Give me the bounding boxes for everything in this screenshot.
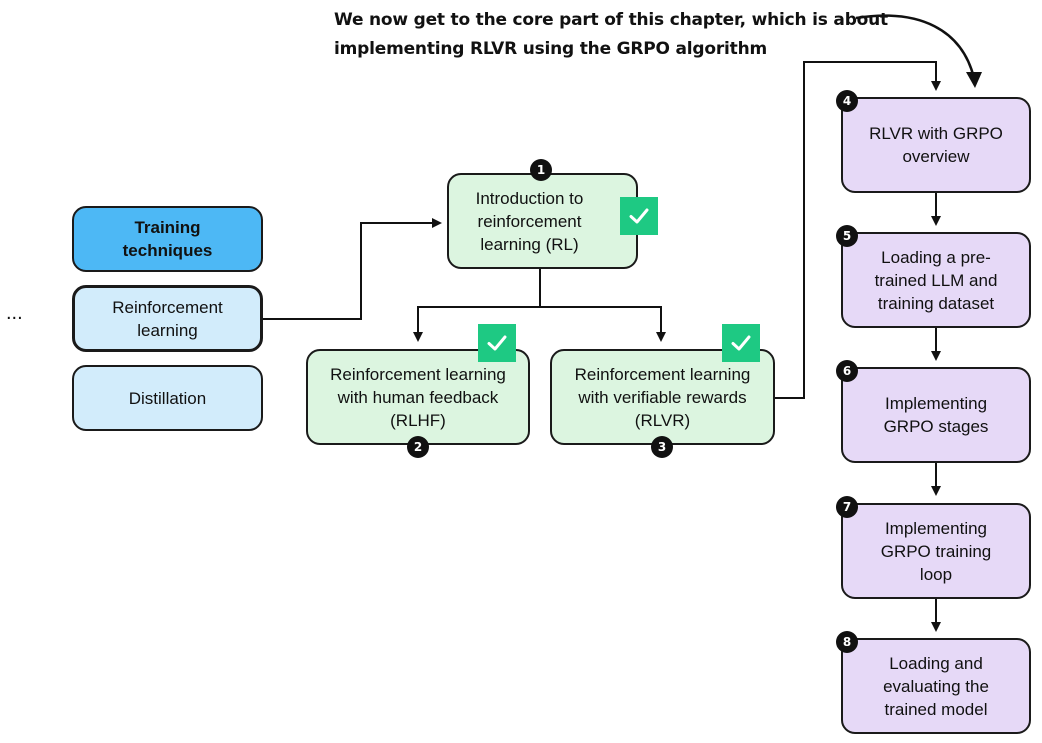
step-line: Implementing bbox=[884, 394, 988, 413]
connector-rlvr-to-step4 bbox=[775, 61, 941, 399]
training-techniques-header: Training techniques bbox=[72, 206, 263, 272]
stage-line: learning (RL) bbox=[480, 234, 579, 254]
step-badge-1: 1 bbox=[530, 159, 552, 181]
stage-line: with human feedback bbox=[337, 387, 499, 407]
step-implementing-grpo-stages: Implementing GRPO stages bbox=[841, 367, 1031, 463]
step-line: Loading a pre- bbox=[881, 247, 991, 267]
annotation-line-2: implementing RLVR using the GRPO algorit… bbox=[334, 39, 767, 59]
step-badge-6: 6 bbox=[836, 360, 858, 382]
ellipsis: ... bbox=[6, 302, 23, 324]
step-implementing-training-loop: Implementing GRPO training loop bbox=[841, 503, 1031, 599]
step-badge-5: 5 bbox=[836, 225, 858, 247]
stage-line: reinforcement bbox=[477, 211, 582, 231]
header-line: Training bbox=[134, 218, 201, 237]
step-line: overview bbox=[902, 147, 970, 166]
step-rlvr-grpo-overview: RLVR with GRPO overview bbox=[841, 97, 1031, 193]
header-line: techniques bbox=[122, 241, 213, 260]
connector-intro-to-rlvr bbox=[540, 306, 666, 342]
checkmark-icon bbox=[478, 324, 516, 362]
step-line: GRPO training bbox=[880, 541, 992, 561]
stage-line: (RLVR) bbox=[634, 410, 691, 430]
step-badge-2: 2 bbox=[407, 436, 429, 458]
step-badge-3: 3 bbox=[651, 436, 673, 458]
technique-label: learning bbox=[137, 320, 198, 340]
step-loading-evaluating-model: Loading and evaluating the trained model bbox=[841, 638, 1031, 734]
annotation-curved-arrow bbox=[855, 14, 976, 79]
connector-rl-to-intro bbox=[263, 218, 442, 320]
annotation-arrowhead-icon bbox=[966, 72, 982, 88]
checkmark-icon bbox=[722, 324, 760, 362]
step-line: RLVR with GRPO bbox=[869, 124, 1003, 143]
stage-intro-rl: Introduction to reinforcement learning (… bbox=[447, 173, 638, 269]
stage-line: (RLHF) bbox=[390, 410, 446, 430]
technique-distillation: Distillation bbox=[72, 365, 263, 431]
technique-label: Reinforcement bbox=[112, 297, 223, 317]
step-line: evaluating the bbox=[883, 676, 989, 696]
technique-reinforcement-learning: Reinforcement learning bbox=[72, 285, 263, 352]
step-loading-llm-dataset: Loading a pre- trained LLM and training … bbox=[841, 232, 1031, 328]
step-line: trained LLM and bbox=[874, 270, 998, 290]
step-line: training dataset bbox=[877, 293, 995, 313]
step-line: Implementing bbox=[884, 518, 988, 538]
connector-intro-split bbox=[413, 269, 541, 342]
stage-line: with verifiable rewards bbox=[578, 387, 747, 407]
stage-line: Reinforcement learning bbox=[330, 364, 506, 384]
stage-rlhf: Reinforcement learning with human feedba… bbox=[306, 349, 530, 445]
chapter-annotation: We now get to the core part of this chap… bbox=[334, 6, 888, 64]
step-badge-4: 4 bbox=[836, 90, 858, 112]
step-line: GRPO stages bbox=[883, 417, 989, 436]
step-badge-8: 8 bbox=[836, 631, 858, 653]
technique-label: Distillation bbox=[128, 388, 207, 408]
step-line: Loading and bbox=[889, 653, 983, 673]
stage-line: Reinforcement learning bbox=[574, 364, 751, 384]
stage-line: Introduction to bbox=[475, 188, 584, 208]
step-badge-7: 7 bbox=[836, 496, 858, 518]
stage-rlvr: Reinforcement learning with verifiable r… bbox=[550, 349, 775, 445]
annotation-line-1: We now get to the core part of this chap… bbox=[334, 10, 888, 30]
checkmark-icon bbox=[620, 197, 658, 235]
step-line: loop bbox=[919, 564, 953, 584]
step-line: trained model bbox=[884, 699, 988, 719]
